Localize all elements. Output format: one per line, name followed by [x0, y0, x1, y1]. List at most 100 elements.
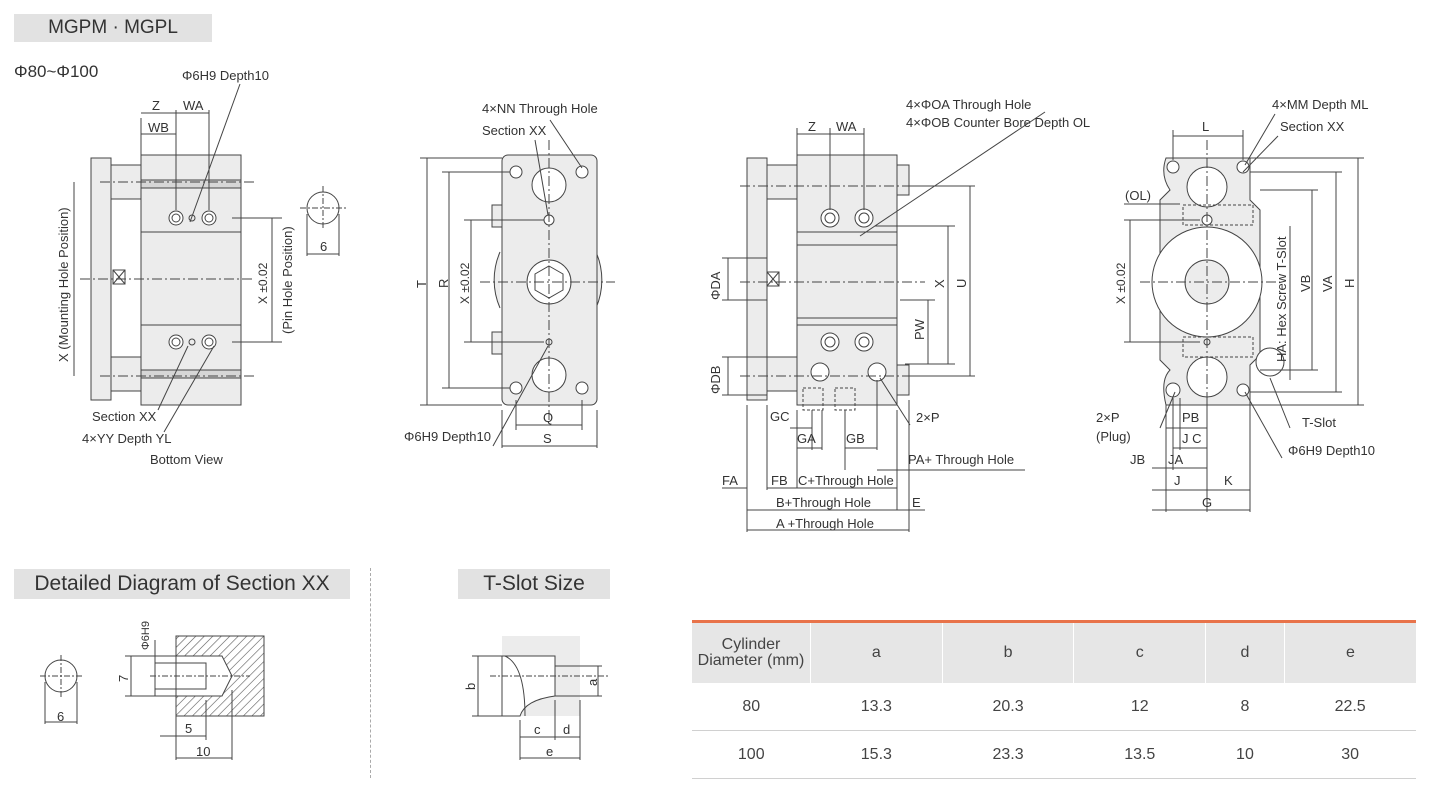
section-xx-title: Detailed Diagram of Section XX — [14, 569, 350, 599]
front-q-label: Q — [543, 410, 554, 425]
table-header-b: b — [942, 620, 1075, 683]
rear-vb-label: VB — [1298, 274, 1313, 292]
side-fa-label: FA — [722, 473, 738, 488]
section-divider — [370, 568, 371, 778]
rear-pb-label: PB — [1182, 410, 1200, 425]
side-da-label: ΦDA — [708, 271, 723, 300]
tslot-e-label: e — [546, 744, 554, 759]
side-gc-label: GC — [770, 409, 790, 424]
side-x-label: X — [932, 279, 947, 288]
front-section-label: Section XX — [482, 123, 547, 138]
rear-jc-label: J C — [1182, 431, 1202, 446]
rear-l-label: L — [1202, 119, 1210, 134]
rear-va-label: VA — [1320, 275, 1335, 292]
bottom-view-drawing — [73, 83, 346, 433]
side-b-label: B+Through Hole — [776, 495, 872, 510]
table-cell-d: 8 — [1205, 683, 1285, 731]
front-r-label: R — [436, 278, 451, 288]
rear-x-tol-label: X ±0.02 — [1114, 262, 1128, 304]
bottom-wa-label: WA — [183, 98, 204, 113]
rear-jb-label: JB — [1130, 452, 1146, 467]
side-c-label: C+Through Hole — [798, 473, 894, 488]
rear-j-label: J — [1174, 473, 1181, 488]
side-pw-label: PW — [912, 319, 927, 340]
rear-p2-label: 2×P — [1096, 410, 1120, 425]
table-row: 80 13.3 20.3 12 8 22.5 — [692, 683, 1416, 731]
table-cell-c: 13.5 — [1073, 730, 1206, 779]
sxx-dim5-label: 5 — [185, 721, 193, 736]
rear-g-label: G — [1202, 495, 1213, 510]
front-phi-depth-label: Φ6H9 Depth10 — [404, 429, 491, 444]
sxx-dim7-label: 7 — [116, 674, 131, 682]
bottom-x-tol-label: X ±0.02 — [256, 262, 270, 304]
tslot-title: T-Slot Size — [458, 569, 610, 599]
side-e-label: E — [912, 495, 921, 510]
rear-mm-label: 4×MM Depth ML — [1272, 97, 1369, 112]
bottom-x-mount-label: X (Mounting Hole Position) — [56, 207, 71, 362]
section-xx-drawing — [40, 635, 265, 760]
table-header-row: Cylinder Diameter (mm) a b c d e — [692, 620, 1416, 683]
side-view-drawing — [722, 111, 1046, 532]
table-cell-a: 15.3 — [810, 730, 943, 779]
side-a-label: A +Through Hole — [776, 516, 874, 531]
table-cell-e: 22.5 — [1284, 683, 1416, 731]
rear-plug-label: (Plug) — [1096, 429, 1131, 444]
side-gb-label: GB — [846, 431, 865, 446]
rear-ol-label: (OL) — [1125, 188, 1151, 203]
table-cell-e: 30 — [1284, 730, 1416, 779]
rear-phi-depth-label: Φ6H9 Depth10 — [1288, 443, 1375, 458]
table-cell-d: 10 — [1205, 730, 1285, 779]
rear-k-label: K — [1224, 473, 1233, 488]
table-header-a: a — [810, 620, 943, 683]
table-header-diameter: Cylinder Diameter (mm) — [692, 620, 811, 683]
tslot-drawing — [472, 636, 610, 760]
side-oa-label: 4×ΦOA Through Hole — [906, 97, 1032, 112]
front-nn-label: 4×NN Through Hole — [482, 101, 598, 116]
tslot-a-label: a — [585, 678, 600, 686]
tslot-spec-table: Cylinder Diameter (mm) a b c d e 80 13.3… — [692, 620, 1416, 779]
table-cell-b: 20.3 — [942, 683, 1074, 731]
front-t-label: T — [414, 280, 429, 288]
tslot-d-label: d — [563, 722, 571, 737]
bottom-phi-depth-label: Φ6H9 Depth10 — [182, 68, 269, 83]
sxx-phi-label: Φ6H9 — [140, 621, 152, 650]
rear-ja-label: JA — [1168, 452, 1184, 467]
side-ga-label: GA — [797, 431, 816, 446]
series-title: MGPM · MGPL — [14, 14, 212, 42]
table-row: 100 15.3 23.3 13.5 10 30 — [692, 730, 1416, 779]
side-wa-label: WA — [836, 119, 857, 134]
front-s-label: S — [543, 431, 552, 446]
bottom-yy-label: 4×YY Depth YL — [82, 431, 172, 446]
sxx-dim10-label: 10 — [196, 744, 211, 759]
tslot-b-label: b — [463, 682, 478, 690]
side-pa-label: PA+ Through Hole — [908, 452, 1015, 467]
side-u-label: U — [954, 278, 969, 288]
side-z-label: Z — [808, 119, 816, 134]
side-ob-label: 4×ΦOB Counter Bore Depth OL — [906, 115, 1091, 130]
table-header-d: d — [1205, 620, 1285, 683]
bottom-view-caption: Bottom View — [150, 452, 223, 467]
table-cell-c: 12 — [1073, 683, 1206, 731]
rear-tslot-label: T-Slot — [1302, 415, 1336, 430]
tslot-c-label: c — [534, 722, 541, 737]
bottom-x-pin-label: (Pin Hole Position) — [280, 226, 295, 334]
sxx-dim6-label: 6 — [57, 709, 65, 724]
bottom-z-label: Z — [152, 98, 160, 113]
bottom-dim6-label: 6 — [320, 239, 328, 254]
table-cell-b: 23.3 — [942, 730, 1074, 779]
diameter-range: Φ80~Φ100 — [14, 62, 99, 81]
side-db-label: ΦDB — [708, 365, 723, 394]
side-p2-label: 2×P — [916, 410, 940, 425]
table-header-c: c — [1073, 620, 1207, 683]
rear-view-drawing — [1124, 113, 1364, 512]
table-header-e: e — [1284, 620, 1416, 683]
front-x-tol-label: X ±0.02 — [458, 262, 472, 304]
side-fb-label: FB — [771, 473, 788, 488]
rear-h-label: H — [1342, 278, 1357, 288]
rear-section-label: Section XX — [1280, 119, 1345, 134]
table-cell-diameter: 80 — [692, 683, 811, 731]
table-cell-diameter: 100 — [692, 730, 811, 779]
bottom-wb-label: WB — [148, 120, 169, 135]
front-view-drawing — [420, 119, 615, 448]
